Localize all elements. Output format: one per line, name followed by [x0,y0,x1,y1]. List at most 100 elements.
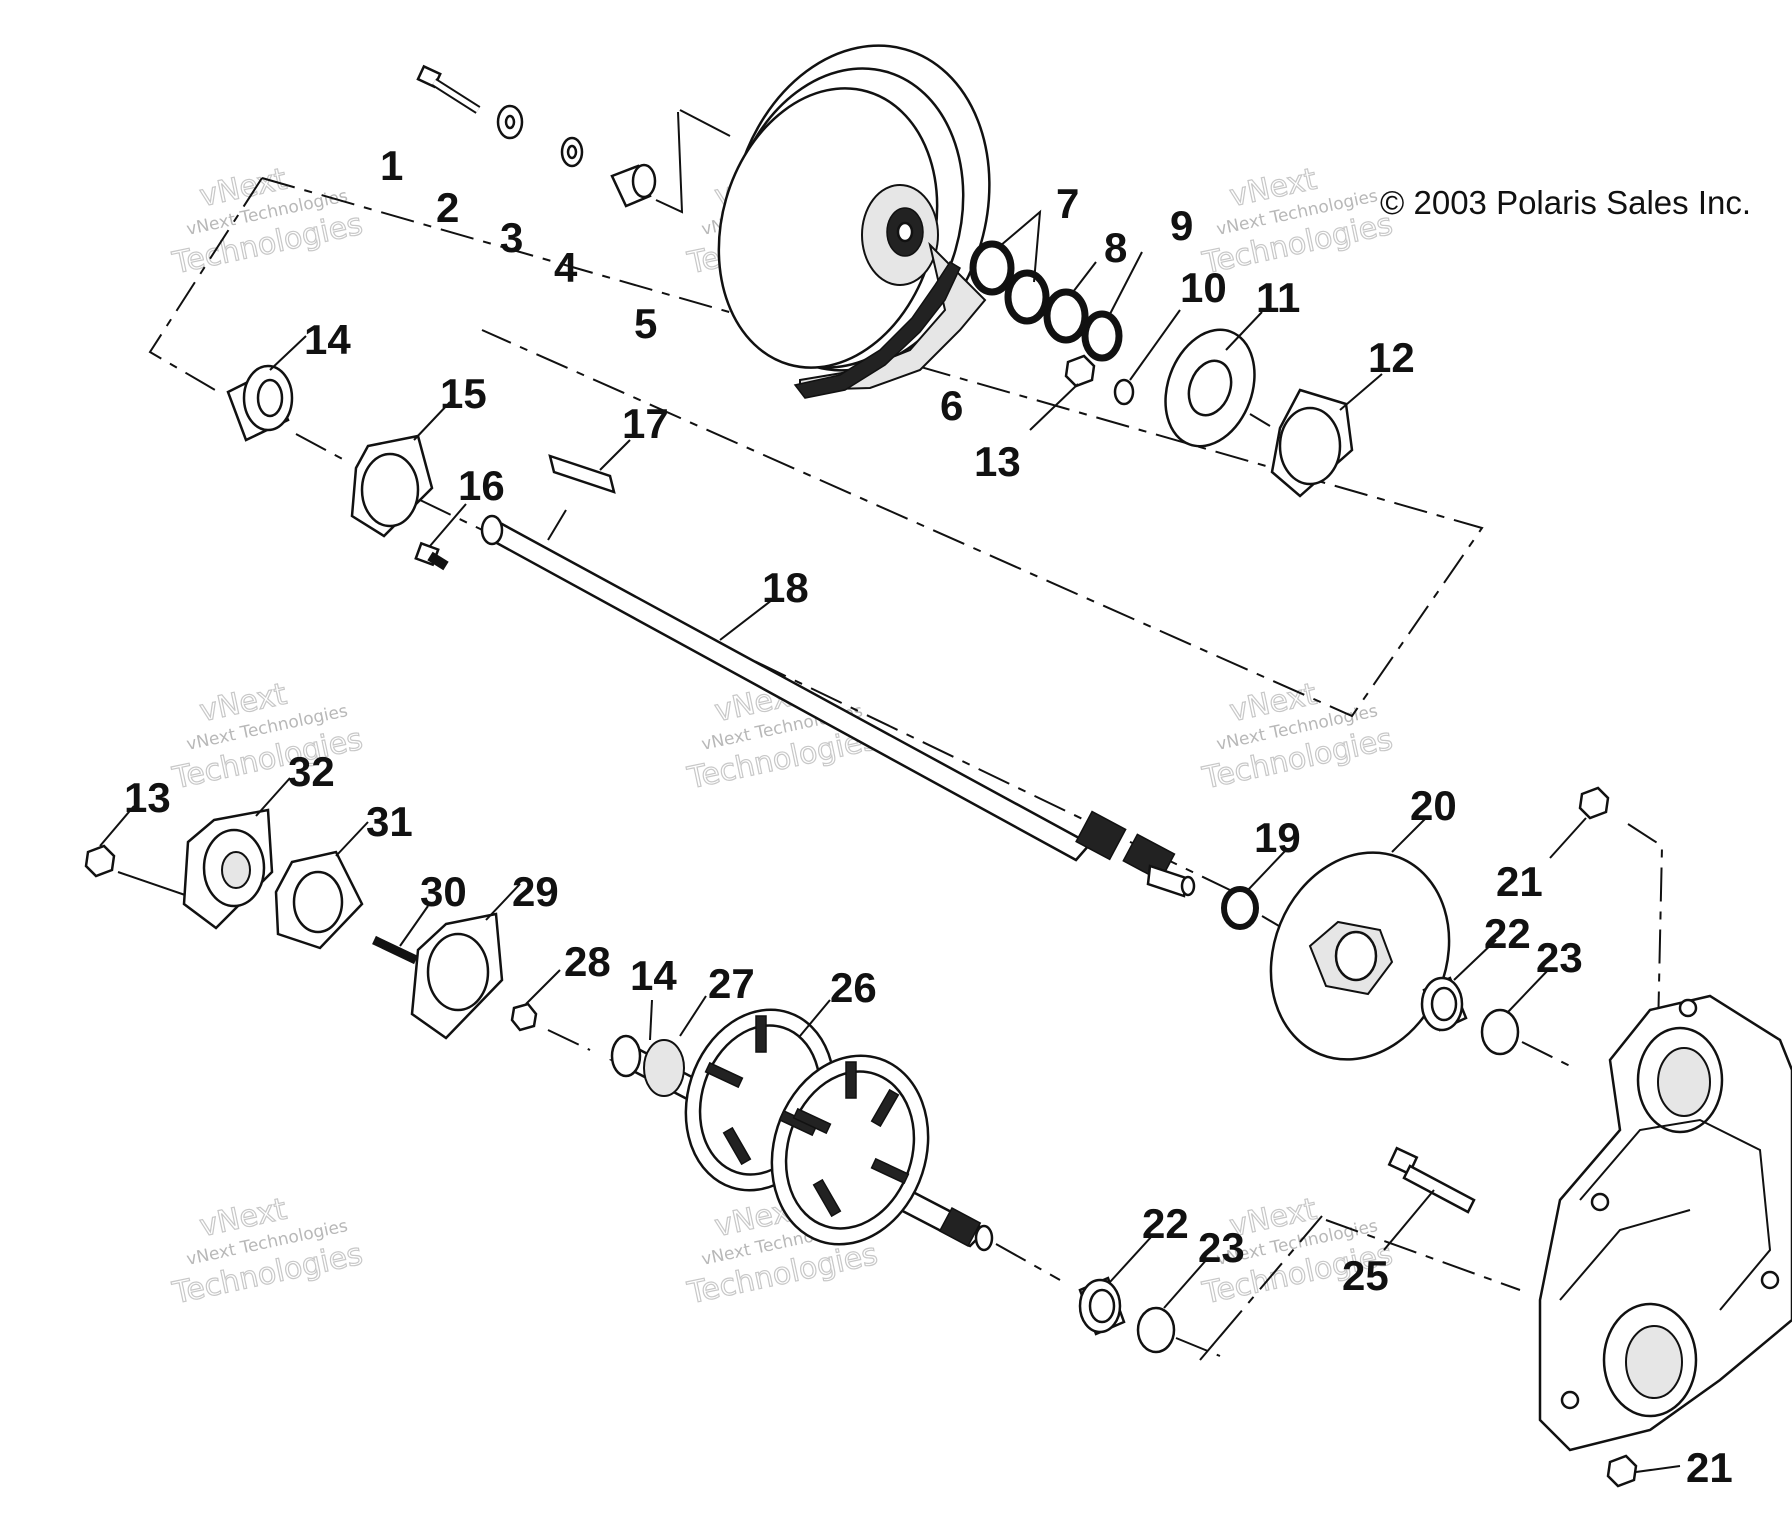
pin-part [372,935,418,965]
callout-label: 14 [304,316,351,363]
leader-line [719,599,773,641]
callout-label: 18 [762,564,809,611]
chaincase-housing-part [1538,994,1792,1452]
leader-line [1163,1257,1209,1309]
callout-label: 1 [380,142,403,189]
callout-label: 8 [1104,224,1127,271]
watermark: vNext vNext Technologies Technologies [1198,676,1396,797]
leader-line [1109,251,1143,315]
callout-label: 16 [458,462,505,509]
o-ring-part [1004,269,1050,325]
callout-label: 2 [436,184,459,231]
leader-line [679,995,707,1037]
o-ring-part [969,240,1015,296]
callout-label: 32 [288,748,335,795]
axis-line [1175,1337,1221,1357]
washer-part [566,144,578,160]
seal-part [1480,1008,1520,1056]
axis-line [1627,823,1664,1033]
axis-line [995,1243,1061,1281]
axis-line [1521,1041,1571,1067]
leader-line [1507,967,1551,1013]
assembly-outline-dashed [148,177,263,395]
bearing-flange-part [350,434,434,538]
leader-line [1383,1189,1435,1251]
leader-line [269,335,307,371]
callout-label: 23 [1198,1224,1245,1271]
leader-line [679,109,731,137]
nut-part [1064,354,1096,388]
callout-label: 27 [708,960,755,1007]
callout-label: 22 [1484,910,1531,957]
callout-label: 20 [1410,782,1457,829]
callout-label: 21 [1686,1444,1733,1491]
retainer-plate-part [1164,328,1256,448]
washer-part [1113,378,1135,406]
nut-part [84,844,116,878]
axis-line [117,871,189,897]
leader-line [799,999,831,1037]
leader-line [999,209,1042,283]
key-part [548,454,616,494]
leader-line [1109,1235,1153,1283]
leader-line [399,905,429,947]
leader-line [1453,939,1497,981]
callout-label: 17 [622,400,669,447]
leader-line [485,883,521,921]
callout-label: 13 [974,438,1021,485]
callout-label: 29 [512,868,559,915]
axis-line [1325,1219,1521,1291]
bearing-part [1420,976,1468,1032]
seal-part [1136,1306,1176,1354]
leader-line [1391,817,1427,853]
leader-line [1339,373,1383,411]
leader-line [525,969,561,1005]
leader-line [599,439,631,471]
callout-label: 12 [1368,334,1415,381]
o-ring-part [1043,288,1089,344]
track-driveshaft-part [608,1008,994,1252]
leader-line [99,805,135,847]
axis-line [1249,413,1271,427]
o-ring-part [1081,310,1123,362]
leader-line [335,821,369,857]
leader-line [1129,309,1181,381]
gasket-part [274,850,364,950]
bolt-part [416,64,481,114]
callout-label: 5 [634,300,657,347]
watermark: vNext vNext Technologies Technologies [168,1191,366,1312]
bolt-part [414,541,449,571]
callout-label: 10 [1180,264,1227,311]
watermark: vNext vNext Technologies Technologies [1198,161,1396,282]
callout-label: 6 [940,382,963,429]
sprocket-pulley-part [717,44,991,392]
callout-labels: 1 2 3 4 5 6 7 8 9 10 11 12 13 14 15 16 1… [124,142,1733,1491]
chain-part [793,260,961,399]
callout-label: 13 [124,774,171,821]
callout-label: 25 [1342,1252,1389,1299]
axis-line [547,1029,591,1051]
leader-line [1635,1465,1681,1473]
nut-part [1578,786,1610,820]
bearing-part [1078,1276,1126,1336]
nut-part [1606,1454,1638,1488]
callout-label: 21 [1496,858,1543,905]
bearing-flange-part [410,912,504,1040]
leader-line [655,111,684,214]
axis-line [295,433,349,463]
leader-line [413,401,451,441]
bolt-part [1387,1146,1476,1214]
washer-part [504,114,516,130]
callout-label: 26 [830,964,877,1011]
callout-label: 22 [1142,1200,1189,1247]
copyright-text: © 2003 Polaris Sales Inc. [1380,184,1751,221]
callout-label: 7 [1056,180,1079,227]
watermark: vNext vNext Technologies Technologies [168,161,366,282]
leader-line [1225,311,1263,351]
callout-label: 31 [366,798,413,845]
leader-line [547,509,567,541]
axis-line [1199,1215,1323,1361]
leader-line [1072,261,1097,293]
leader-line [1029,383,1079,431]
